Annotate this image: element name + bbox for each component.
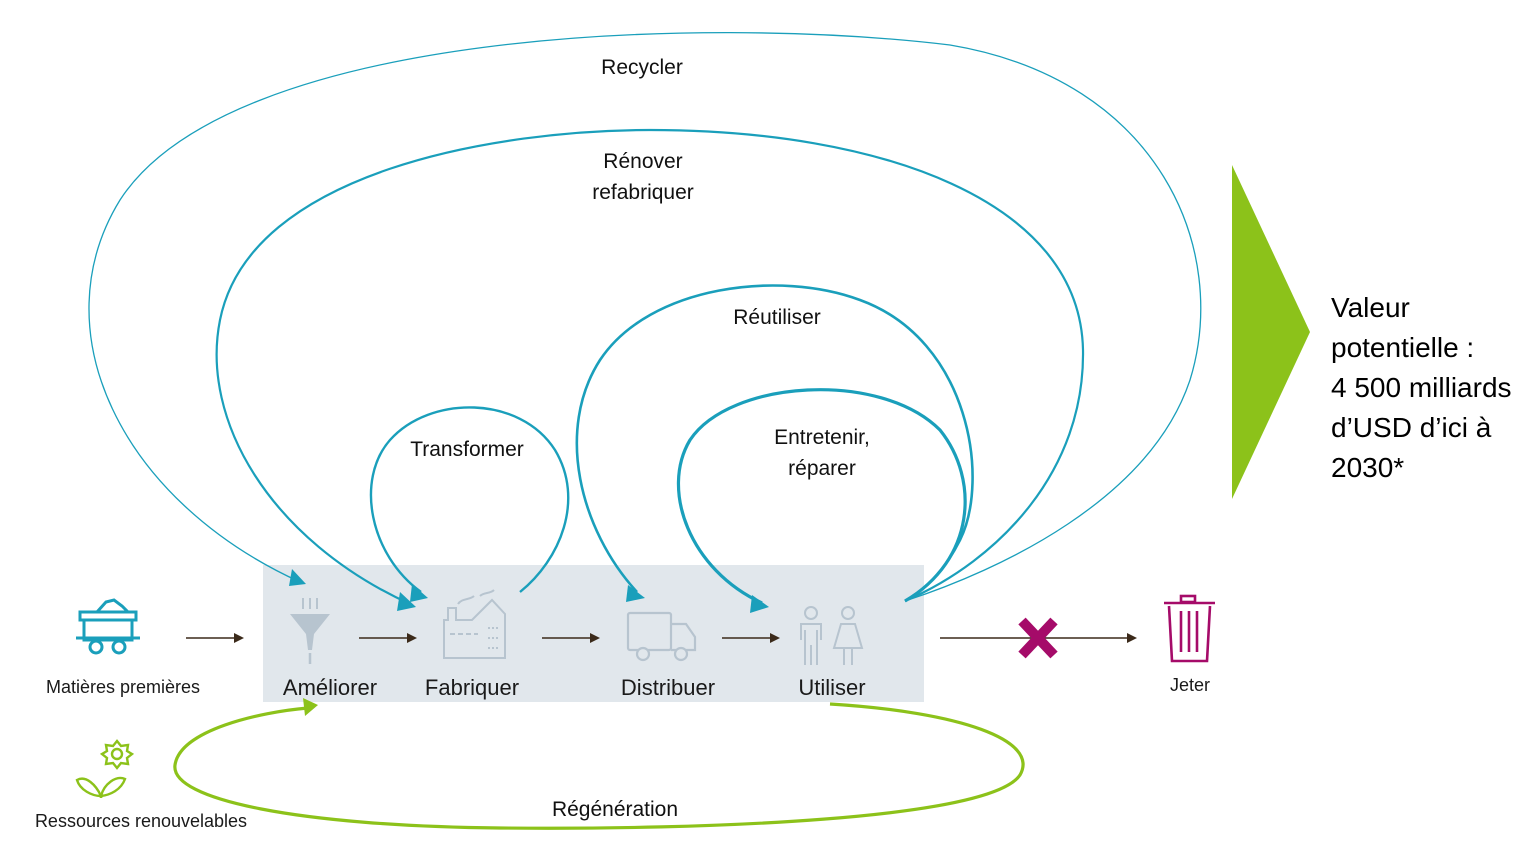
entretenir-arrowhead	[750, 595, 769, 613]
discard-label: Jeter	[1169, 675, 1211, 695]
reutiliser-loop	[575, 284, 974, 603]
reutiliser-arrowhead	[626, 585, 645, 602]
plant-sun-icon	[75, 739, 135, 798]
funnel-icon	[290, 598, 330, 664]
regeneration-loop	[173, 702, 1025, 830]
transformer-label: Transformer	[410, 438, 524, 461]
raw-materials-label: Matières premières	[45, 677, 201, 697]
transformer-arrowhead	[410, 584, 428, 602]
renover-loop	[215, 128, 1085, 606]
reutiliser-label: Réutiliser	[733, 306, 821, 329]
recycler-label: Recycler	[601, 56, 683, 79]
recycler-loop	[88, 32, 1202, 602]
factory-icon	[443, 589, 506, 659]
potential-value-text: Valeur potentielle : 4 500 milliards d’U…	[1331, 292, 1512, 483]
renewable-resources-label: Ressources renouvelables	[34, 811, 248, 831]
regeneration-arrowhead	[303, 698, 318, 716]
truck-icon	[626, 611, 697, 662]
cross-icon	[1018, 617, 1058, 659]
trash-icon	[1164, 594, 1215, 663]
value-chain-band	[263, 565, 924, 702]
recycler-arrowhead	[289, 569, 306, 586]
stage-label-fabriquer: Fabriquer	[424, 675, 520, 700]
renover-label: Rénover refabriquer	[592, 150, 694, 204]
stage-label-utiliser: Utiliser	[798, 675, 866, 700]
entretenir-label: Entretenir, réparer	[774, 426, 870, 480]
mine-cart-icon	[76, 598, 140, 655]
transformer-loop	[369, 406, 570, 593]
stage-label-ameliorer: Améliorer	[282, 675, 378, 700]
renover-arrowhead	[397, 592, 416, 611]
entretenir-loop	[676, 388, 967, 605]
people-icon	[800, 606, 864, 665]
regeneration-label: Régénération	[551, 798, 679, 821]
value-arrow	[1232, 165, 1310, 499]
stage-label-distribuer: Distribuer	[620, 675, 716, 700]
